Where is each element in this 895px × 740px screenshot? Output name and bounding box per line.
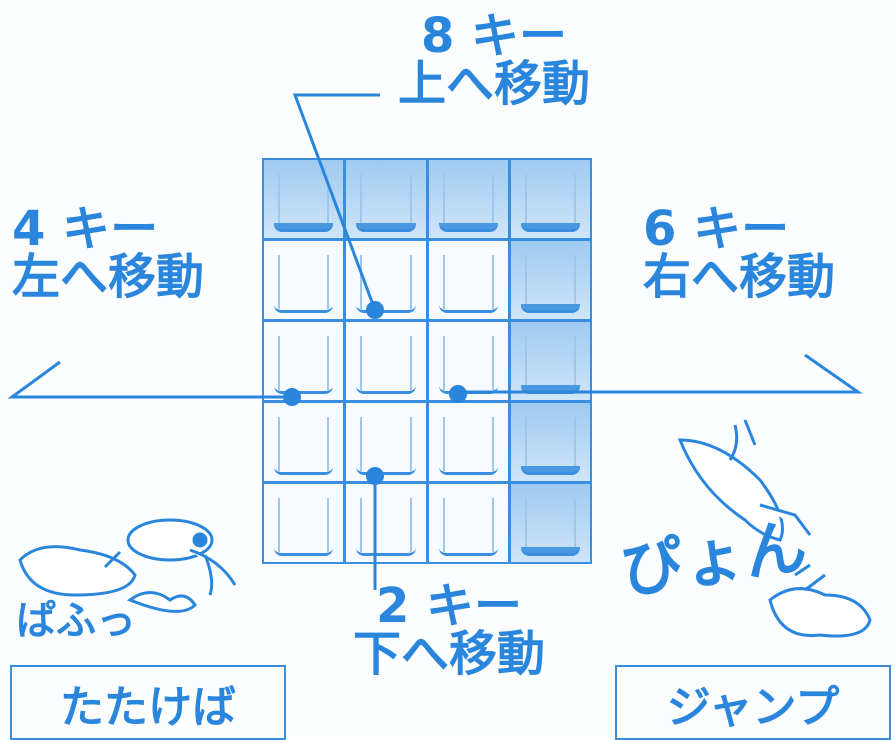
keypad-key[interactable] bbox=[428, 160, 508, 238]
keypad-key-8[interactable] bbox=[346, 241, 426, 319]
key-2-action: 下へ移動 bbox=[353, 626, 546, 682]
keypad-key-4[interactable] bbox=[264, 322, 344, 400]
keypad-key[interactable] bbox=[510, 241, 590, 319]
keypad-key[interactable] bbox=[510, 484, 590, 562]
keypad-key[interactable] bbox=[346, 484, 426, 562]
keypad-key[interactable] bbox=[264, 160, 344, 238]
keypad-key[interactable] bbox=[428, 403, 508, 481]
tap-caption: たたけば bbox=[10, 665, 286, 740]
keypad-key[interactable] bbox=[346, 160, 426, 238]
key-8-name: 8 キー bbox=[420, 8, 568, 64]
key-8-label: 8 キー 上へ移動 bbox=[398, 12, 590, 108]
keypad-grid bbox=[262, 158, 592, 564]
key-4-label: 4 キー 左へ移動 bbox=[12, 205, 204, 301]
keypad-key[interactable] bbox=[264, 484, 344, 562]
keypad-key-6[interactable] bbox=[428, 322, 508, 400]
leader-left bbox=[7, 360, 292, 399]
key-6-action: 右へ移動 bbox=[643, 249, 836, 305]
key-2-label: 2 キー 下へ移動 bbox=[353, 582, 545, 678]
keypad-key[interactable] bbox=[428, 241, 508, 319]
keypad-key[interactable] bbox=[264, 241, 344, 319]
keypad-key[interactable] bbox=[264, 403, 344, 481]
keypad-key-2[interactable] bbox=[346, 403, 426, 481]
keypad-key[interactable] bbox=[428, 484, 508, 562]
key-6-name: 6 キー bbox=[643, 201, 790, 257]
keypad-key[interactable] bbox=[510, 322, 590, 400]
sound-effect-pafu: ぱふっ bbox=[16, 598, 136, 644]
key-4-name: 4 キー bbox=[12, 201, 159, 257]
keypad-key[interactable] bbox=[510, 403, 590, 481]
jump-caption: ジャンプ bbox=[615, 665, 891, 740]
key-4-action: 左へ移動 bbox=[12, 249, 205, 305]
key-2-name: 2 キー bbox=[375, 578, 523, 634]
keypad-key[interactable] bbox=[346, 322, 426, 400]
key-8-action: 上へ移動 bbox=[398, 56, 591, 112]
key-6-label: 6 キー 右へ移動 bbox=[643, 205, 835, 301]
sound-effect-pyon: ぴょん bbox=[616, 509, 811, 608]
keypad-key[interactable] bbox=[510, 160, 590, 238]
